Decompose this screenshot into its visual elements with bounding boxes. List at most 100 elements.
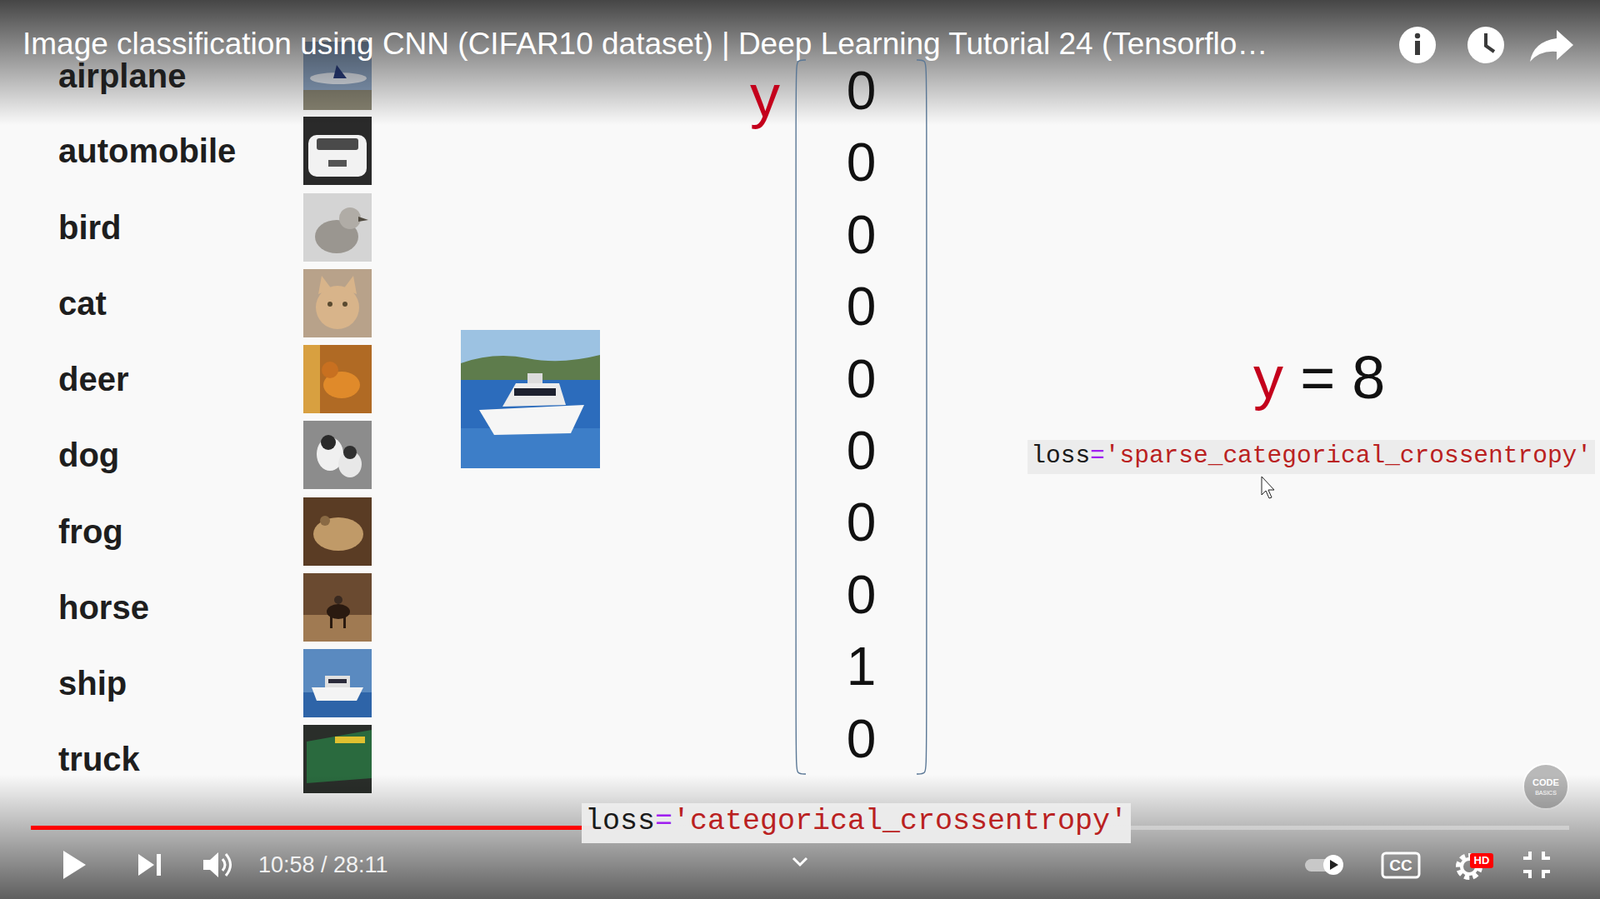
- bracket-right: [916, 60, 927, 775]
- cat-eye: [327, 301, 333, 307]
- code-line: loss='categorical_crossentropy': [581, 803, 1131, 844]
- bracket-left: [795, 60, 806, 775]
- class-name: frog: [58, 511, 124, 552]
- ship-thumb: [303, 649, 372, 718]
- photo-water: [460, 380, 600, 469]
- share-icon: [1530, 30, 1574, 62]
- class-name: automobile: [58, 130, 236, 171]
- rider: [334, 595, 343, 605]
- cat-ear: [343, 275, 357, 295]
- horse-leg: [330, 615, 333, 629]
- class-name: deer: [58, 359, 130, 400]
- vector-bracket: y0000000010: [744, 58, 927, 776]
- info-icon: [1399, 26, 1436, 64]
- cat-ear: [318, 275, 332, 295]
- clock-hands: [1485, 33, 1495, 52]
- autoplay-play: [1330, 860, 1339, 870]
- vector-entry: 0: [795, 415, 927, 487]
- truck-logo: [335, 736, 365, 744]
- class-name: truck: [58, 739, 140, 780]
- info-dot: [1415, 33, 1420, 39]
- code-operator: =: [1090, 441, 1105, 470]
- thumb-ground: [303, 193, 372, 262]
- automobile-thumb: [303, 116, 372, 185]
- vector-entry: 1: [795, 630, 927, 703]
- thumb-ground: [303, 345, 320, 414]
- code-keyword: loss: [1030, 441, 1090, 470]
- class-name: horse: [58, 587, 150, 628]
- horse-thumb: [303, 573, 372, 642]
- vector-entry: 0: [795, 126, 927, 199]
- logo-text: BASICS: [1535, 790, 1557, 797]
- chevron-icon: [793, 858, 807, 865]
- dog-head: [343, 445, 357, 460]
- vector-entry: 0: [795, 199, 927, 271]
- frog-thumb: [303, 497, 372, 566]
- thumb-ground: [303, 649, 372, 718]
- info-circle: [1399, 26, 1436, 64]
- top-shade: [0, 0, 1600, 125]
- thumb-ground: [303, 116, 372, 185]
- photo-sky: [460, 330, 600, 469]
- class-name: cat: [58, 283, 107, 324]
- next-icon: [138, 854, 155, 876]
- class-name: ship: [58, 663, 127, 704]
- car-body: [308, 135, 367, 177]
- vector-column: 0000000010: [795, 55, 927, 775]
- bird-head: [339, 207, 361, 230]
- thumb-ground: [303, 420, 372, 490]
- dog-head: [320, 435, 336, 450]
- thumb-ground: [303, 573, 372, 642]
- thumb-ground: [303, 345, 372, 414]
- play-icon: [63, 850, 86, 880]
- vector-entry: 0: [795, 486, 927, 559]
- vector-entry: 0: [795, 270, 927, 343]
- class-name: airplane: [58, 55, 186, 96]
- volume-waves: [222, 854, 231, 876]
- boat-photo: [460, 330, 600, 469]
- bird-thumb: [303, 193, 372, 262]
- ship-window: [328, 679, 347, 684]
- video-title: Image classification using CNN (CIFAR10 …: [22, 25, 1268, 63]
- bottom-shade: [0, 775, 1600, 899]
- ship-cabin: [325, 675, 350, 688]
- code-operator: =: [655, 805, 673, 839]
- vector-entry: 0: [795, 559, 927, 631]
- equation: y= 8: [1253, 341, 1385, 430]
- car-grille: [328, 160, 347, 167]
- info-bar: [1415, 40, 1420, 55]
- vector-name: y: [750, 65, 780, 126]
- boat-mast: [527, 373, 543, 384]
- variable-name: y: [1253, 344, 1284, 411]
- vector-entry: 0: [795, 55, 927, 127]
- hd-badge: [1470, 853, 1494, 869]
- vector-entry: 0: [795, 703, 927, 775]
- class-name: bird: [58, 207, 122, 248]
- next-icon-bar: [156, 854, 161, 876]
- clock-face: [1467, 26, 1505, 64]
- dog-thumb: [303, 420, 372, 490]
- time-display: 10:58 / 28:11: [258, 851, 389, 879]
- class-index: = 8: [1300, 344, 1385, 411]
- hd-label: HD: [1474, 854, 1490, 868]
- watch-later-icon: [1467, 26, 1505, 64]
- deer-thumb: [303, 345, 372, 414]
- code-string: 'sparse_categorical_crossentropy': [1105, 441, 1592, 470]
- ship-hull: [311, 687, 364, 701]
- thumb-ground: [303, 269, 372, 338]
- code-line: loss='sparse_categorical_crossentropy': [1027, 440, 1595, 475]
- thumb-ground: [303, 497, 372, 566]
- code-string: 'categorical_crossentropy': [672, 805, 1128, 839]
- vector-entry: 0: [795, 343, 927, 415]
- bird-beak: [358, 216, 369, 222]
- deer-head: [321, 361, 339, 379]
- cat-eye: [342, 301, 348, 307]
- frog-eye: [320, 515, 330, 526]
- cc-label: CC: [1389, 856, 1412, 876]
- exit-fullscreen-icon: [1523, 851, 1550, 879]
- code-keyword: loss: [585, 805, 655, 839]
- class-name: dog: [58, 435, 120, 475]
- cat-thumb: [303, 269, 372, 338]
- volume-icon: [203, 852, 219, 878]
